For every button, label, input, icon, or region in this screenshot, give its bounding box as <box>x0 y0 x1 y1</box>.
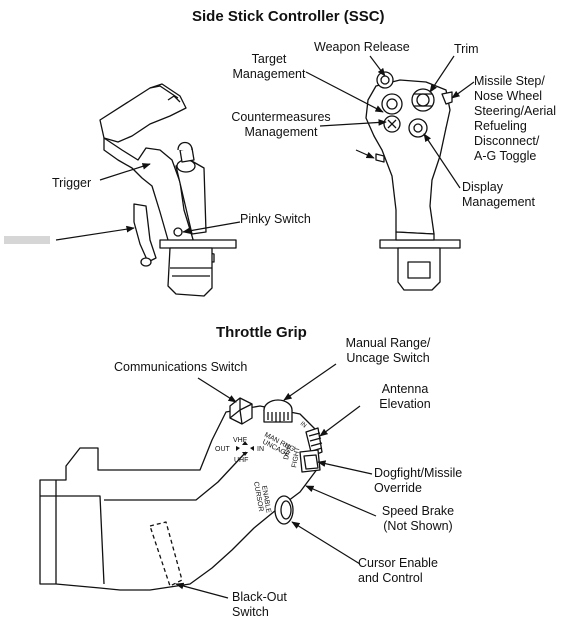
arrow-trim <box>429 55 455 93</box>
arrow-antenna <box>319 405 361 437</box>
arrow-target <box>305 71 384 113</box>
label-display-management: Display Management <box>462 180 535 209</box>
label-antenna-elevation: Antenna Elevation <box>379 382 431 411</box>
in-text: IN <box>257 446 264 453</box>
label-missile-step: Missile Step/ Nose Wheel Steering/Aerial… <box>474 74 556 163</box>
arrow-side-switch <box>355 149 375 159</box>
leader-lines <box>55 55 475 599</box>
label-dogfight: Dogfight/Missile Override <box>374 466 463 495</box>
arrow-speed-brake <box>305 485 377 517</box>
label-manual-range: Manual Range/ Uncage Switch <box>345 336 431 365</box>
in-small-text: IN <box>299 421 307 429</box>
ssc-front-view-drawing <box>365 71 461 291</box>
dog-text: DOG <box>283 443 293 460</box>
uhf-text: UHF <box>234 457 248 464</box>
throttle-drawing <box>39 397 323 591</box>
ssc-title: Side Stick Controller (SSC) <box>192 8 385 25</box>
out-text: OUT <box>215 446 231 453</box>
arrow-pinky <box>182 221 241 235</box>
label-cursor-enable: Cursor Enable and Control <box>358 556 438 585</box>
arrow-comm <box>197 377 237 403</box>
label-communications-switch: Communications Switch <box>114 360 248 374</box>
arrow-weapon <box>369 55 386 77</box>
arrow-blackout <box>175 582 229 599</box>
fight-text: FIGHT <box>291 446 302 469</box>
label-speed-brake: Speed Brake (Not Shown) <box>381 504 455 533</box>
direction-arrows <box>236 441 254 456</box>
label-pinky-switch: Pinky Switch <box>240 212 311 226</box>
arrow-display <box>423 133 461 189</box>
arrow-manual-range <box>283 363 337 401</box>
arrow-trigger <box>99 163 151 181</box>
arrow-missile <box>451 81 475 99</box>
enable-text: ENABLE <box>260 485 272 514</box>
vhf-text: VHF <box>233 437 247 444</box>
label-trigger: Trigger <box>52 176 92 190</box>
arrow-dogfight <box>317 460 373 475</box>
label-weapon-release: Weapon Release <box>314 40 410 54</box>
throttle-title: Throttle Grip <box>216 324 307 341</box>
arrow-cursor <box>291 521 361 565</box>
label-blackout-switch: Black-Out Switch <box>232 590 287 619</box>
label-trim: Trim <box>454 42 479 56</box>
label-countermeasures: Countermeasures Management <box>231 110 331 139</box>
arrow-countermeasures <box>319 119 387 127</box>
label-target-management: Target Management <box>232 52 306 81</box>
ssc-side-view-drawing <box>99 83 237 297</box>
arrow-pinky-left <box>55 225 135 241</box>
